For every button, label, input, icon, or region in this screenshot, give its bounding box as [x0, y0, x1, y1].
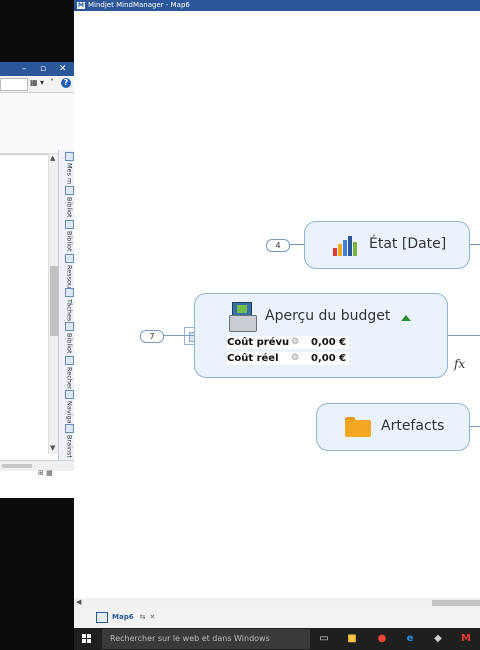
map-document-icon	[96, 611, 108, 623]
task-view-icon[interactable]: ▭	[319, 633, 329, 644]
tab-options-icon[interactable]: ⇆	[139, 613, 146, 621]
budget-calculator-icon	[229, 302, 257, 332]
scroll-down-icon[interactable]: ▼	[50, 444, 56, 452]
layout-icon[interactable]: ▦	[30, 78, 38, 87]
mindmanager-taskbar-icon[interactable]: M	[461, 633, 471, 644]
side-tab-0[interactable]: Mes m	[60, 152, 74, 184]
panel-icon	[65, 186, 74, 195]
windows-start-icon[interactable]	[82, 634, 92, 644]
panel-icon	[65, 220, 74, 229]
scrollbar-thumb[interactable]	[50, 266, 58, 336]
topic-apercu-budget[interactable]: Aperçu du budget Coût prévu ⚙ 0,00 € Coû…	[194, 293, 448, 378]
chrome-icon[interactable]: ●	[377, 633, 387, 644]
topic-label: Aperçu du budget	[265, 308, 391, 324]
budget-row-planned[interactable]: Coût prévu ⚙ 0,00 €	[227, 336, 349, 349]
topic-artefacts[interactable]: Artefacts	[316, 403, 470, 451]
expand-arrow-icon[interactable]	[401, 315, 411, 321]
side-tab-6[interactable]: Recher	[60, 356, 74, 390]
scrollbar-thumb[interactable]	[2, 464, 32, 468]
gear-icon: ⚙	[291, 353, 300, 363]
side-tab-4[interactable]: Tâches	[60, 288, 74, 321]
panel-icon	[65, 424, 74, 433]
background-horizontal-scrollbar[interactable]	[0, 460, 74, 471]
background-window: – ▫ ✕ ▦ ▾ ˄ ? ▲ ▼ Mes m Bibliot Bibliot …	[0, 62, 74, 498]
panel-icon	[65, 288, 74, 297]
budget-row-actual[interactable]: Coût réel ⚙ 0,00 €	[227, 352, 349, 365]
topic-count-badge[interactable]: 7	[140, 330, 164, 343]
scroll-up-icon[interactable]: ▲	[50, 154, 56, 162]
document-tab-map6[interactable]: Map6⇆✕	[96, 610, 155, 624]
view-icons[interactable]: ⊞ ▦	[38, 469, 53, 477]
scroll-left-icon[interactable]: ◀	[76, 598, 82, 606]
edge-icon[interactable]: e	[406, 633, 414, 644]
background-toolbar: ▦ ▾ ˄ ?	[0, 76, 74, 93]
background-window-titlebar: – ▫ ✕	[0, 62, 74, 76]
chevron-up-icon[interactable]: ˄	[50, 78, 54, 87]
panel-icon	[65, 390, 74, 399]
topic-count-badge[interactable]: 4	[266, 239, 290, 252]
topic-label: Artefacts	[381, 418, 445, 434]
folder-icon	[345, 417, 371, 437]
side-tab-8[interactable]: Brainst	[60, 424, 74, 458]
connector-line	[448, 335, 480, 336]
gear-icon: ⚙	[291, 337, 300, 347]
maximize-icon[interactable]: ▫	[40, 64, 47, 74]
chevron-down-icon[interactable]: ▾	[40, 78, 45, 87]
connector-line	[470, 426, 480, 427]
side-tab-5[interactable]: Bibliot	[60, 322, 74, 354]
mindmanager-logo-icon: M	[77, 2, 85, 9]
panel-icon	[65, 322, 74, 331]
window-title: Mindjet MindManager - Map6	[88, 1, 190, 9]
connector-line	[288, 244, 304, 245]
panel-icon	[65, 356, 74, 365]
taskbar-search-box[interactable]: Rechercher sur le web et dans Windows	[102, 629, 310, 649]
help-icon[interactable]: ?	[61, 78, 71, 88]
file-explorer-icon[interactable]: ■	[347, 633, 357, 644]
side-task-tabs: Mes m Bibliot Bibliot Ressou Tâches Bibl…	[58, 150, 74, 470]
panel-list[interactable]	[0, 154, 48, 455]
dropdown-box[interactable]	[0, 78, 28, 91]
canvas-horizontal-scrollbar[interactable]: ◀	[74, 598, 480, 608]
bar-chart-icon	[333, 236, 359, 256]
side-tab-1[interactable]: Bibliot	[60, 186, 74, 218]
minimize-icon[interactable]: –	[22, 64, 27, 74]
connector-line	[470, 244, 480, 245]
formula-icon[interactable]: fx	[454, 357, 466, 371]
panel-icon	[65, 152, 74, 161]
connector-line	[184, 335, 196, 336]
windows-taskbar: Rechercher sur le web et dans Windows ▭ …	[74, 628, 480, 650]
app-icon[interactable]: ◆	[434, 633, 442, 644]
side-tab-2[interactable]: Bibliot	[60, 220, 74, 252]
panel-icon	[65, 254, 74, 263]
scrollbar-thumb[interactable]	[432, 600, 480, 606]
close-tab-icon[interactable]: ✕	[149, 613, 156, 621]
close-icon[interactable]: ✕	[59, 64, 67, 74]
panel-vertical-scrollbar[interactable]: ▲ ▼	[48, 154, 59, 454]
topic-label: État [Date]	[369, 236, 447, 252]
topic-etat-date[interactable]: État [Date]	[304, 221, 470, 269]
side-tab-7[interactable]: Navigat	[60, 390, 74, 426]
side-tab-3[interactable]: Ressou	[60, 254, 74, 288]
connector-line	[162, 335, 184, 336]
map-canvas[interactable]: 4 État [Date] 7 Aperçu du budget	[74, 11, 480, 598]
panel-header-area	[0, 93, 74, 154]
